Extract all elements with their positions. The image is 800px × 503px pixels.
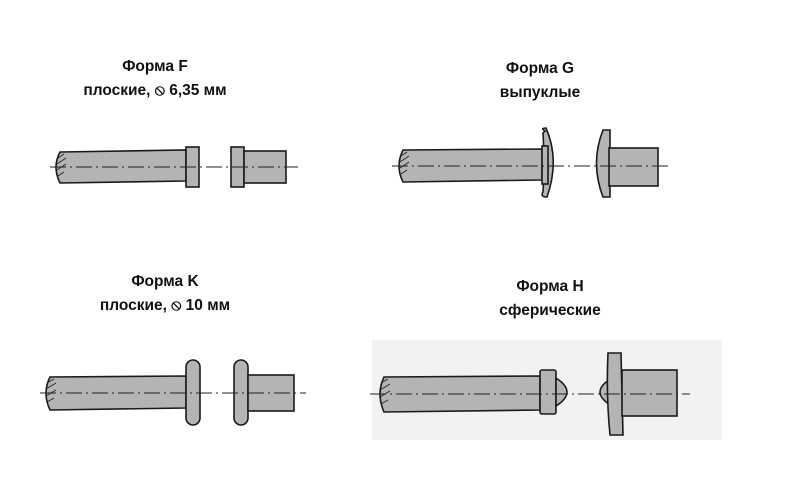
form-f-title: Форма F — [122, 58, 188, 75]
form-k-shank-end-hatch — [45, 378, 57, 403]
form-g-shank — [398, 148, 543, 183]
form-k-cap-flange — [233, 359, 249, 426]
form-g-drawing — [392, 127, 670, 198]
form-g-caption: Форма G выпуклые — [440, 57, 640, 105]
form-f-shank — [55, 149, 187, 184]
form-k-tip-flange — [185, 359, 201, 426]
form-f-caption: Форма F плоские, ⦸ 6,35 мм — [55, 55, 255, 103]
form-k-title: Форма K — [131, 273, 199, 290]
form-g-title: Форма G — [505, 60, 575, 77]
form-g-cap-body — [608, 147, 659, 187]
form-k-shank — [45, 375, 187, 411]
form-f-shank-end-hatch — [56, 153, 67, 177]
form-h-title: Форма H — [516, 278, 584, 295]
form-g-shank-end-hatch — [399, 151, 410, 175]
form-h-cap-body — [621, 369, 678, 417]
form-g-subtitle: выпуклые — [499, 84, 581, 101]
form-g-tip-neck — [541, 145, 549, 185]
form-h-shank-end-hatch — [379, 378, 391, 405]
form-k-caption: Форма K плоские, ⦸ 10 мм — [65, 270, 265, 318]
form-g-cap-dome — [595, 129, 611, 198]
form-k-drawing — [40, 359, 306, 426]
form-h-drawing — [370, 352, 690, 436]
form-h-caption: Форма H сферические — [450, 275, 650, 323]
form-h-subtitle: сферические — [499, 302, 601, 319]
form-f-drawing — [50, 146, 298, 188]
form-k-subtitle: плоские, ⦸ 10 мм — [99, 297, 231, 314]
form-f-subtitle: плоские, ⦸ 6,35 мм — [83, 82, 227, 99]
form-h-tip-collar — [539, 369, 557, 415]
